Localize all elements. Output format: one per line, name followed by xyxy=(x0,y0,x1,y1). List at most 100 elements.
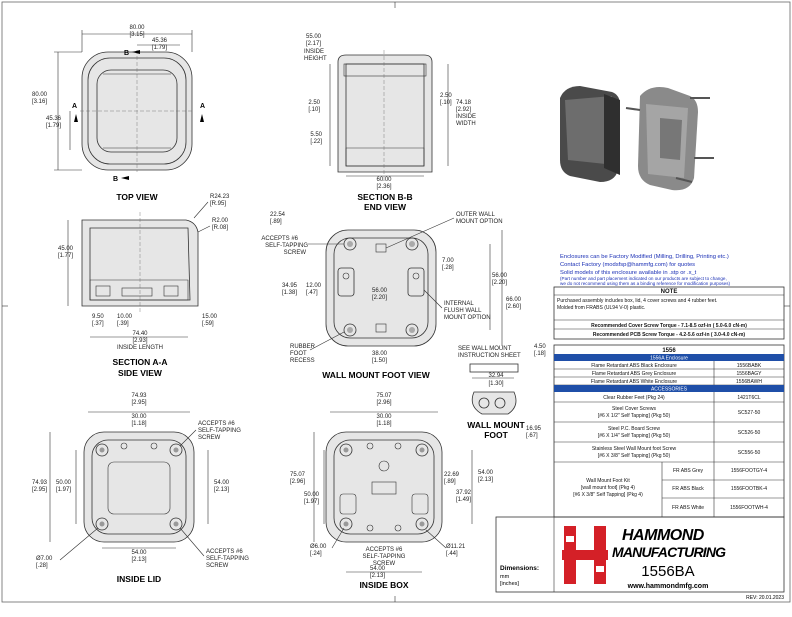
wm-a-in: [.89] xyxy=(270,219,282,225)
wm-g-in: [2.60] xyxy=(506,304,521,310)
aa-title1: SECTION A-A xyxy=(113,357,168,367)
foot-c-mm: 16.95 xyxy=(526,426,542,432)
aa-a-in: [.37] xyxy=(92,321,104,327)
lid-d-in: [2.13] xyxy=(214,487,229,493)
wm-outer2: MOUNT OPTION xyxy=(456,219,503,225)
lid-s1: ACCEPTS #6 xyxy=(206,549,243,555)
wm-rub3: RECESS xyxy=(290,358,315,364)
parts-table: 1556 1556A Enclosure Flame Retardant ABS… xyxy=(553,344,785,518)
lid-b-mm: 30.00 xyxy=(131,414,147,420)
top-height-mm: 80.00 xyxy=(32,92,48,98)
wm-h-mm: 38.00 xyxy=(372,351,388,357)
box-s1: ACCEPTS #6 xyxy=(366,547,403,553)
box-dia2-mm: Ø11.21 xyxy=(446,544,466,550)
acc2-pn: SC526-50 xyxy=(738,430,761,436)
kit-l2: [wall mount foot] (Pkg 4) xyxy=(581,485,635,491)
box-dia1-mm: Ø6.00 xyxy=(310,544,327,550)
box-h-in: [2.96] xyxy=(290,479,305,485)
section-b-top: B xyxy=(124,50,129,57)
box-b-mm: 30.00 xyxy=(376,414,392,420)
foot-note2: INSTRUCTION SHEET xyxy=(458,353,521,359)
parts-row1-pn: 1556BAGY xyxy=(736,371,762,377)
foot-title1: WALL MOUNT xyxy=(467,420,525,430)
foot-note1: SEE WALL MOUNT xyxy=(458,346,512,352)
lid-e-in: [2.13] xyxy=(131,557,146,563)
foot-b-mm: 32.94 xyxy=(488,373,504,379)
wm-f-in: [2.20] xyxy=(492,280,507,286)
inside-box-view: 75.07 [2.96] 30.00 [1.18] 75.07 [2.96] 5… xyxy=(290,393,494,590)
part-number: 1556BA xyxy=(641,563,694,580)
note-line1: Purchased assembly includes box, lid, 4 … xyxy=(557,298,717,304)
kit2-mat: FR ABS White xyxy=(672,505,704,511)
kit0-mat: FR ABS Grey xyxy=(673,468,704,474)
bb-iw-in: [2.92] xyxy=(456,107,471,113)
note-box: NOTE Purchased assembly includes box, li… xyxy=(553,286,785,340)
kit2-pn: 1556FOOTWH-4 xyxy=(730,505,768,511)
lid-screw2: SELF-TAPPING xyxy=(198,428,241,434)
bb-d2-in: [.10] xyxy=(440,100,452,106)
aa-h-mm: 45.00 xyxy=(58,246,74,252)
hammond-logo-icon xyxy=(562,526,608,584)
foot-a-in: [.18] xyxy=(534,351,546,357)
wm-b-in: [.28] xyxy=(442,265,454,271)
kit0-pn: 1556FOOTGY-4 xyxy=(731,468,767,474)
aa-b-mm: 10.00 xyxy=(117,314,133,320)
kit-l1: Wall Mount Foot Kit xyxy=(586,478,630,484)
acc3-pn: SC556-50 xyxy=(738,450,761,456)
top-width-in: [3.15] xyxy=(129,32,144,38)
aa-l-mm: 74.40 xyxy=(132,331,148,337)
box-g-in: [2.13] xyxy=(370,573,385,579)
bb-title2: END VIEW xyxy=(364,202,407,212)
bb-ih-l2: HEIGHT xyxy=(304,56,327,62)
website-url: www.hammondmfg.com xyxy=(627,583,709,590)
foot-detail: SEE WALL MOUNT INSTRUCTION SHEET 4.50 [.… xyxy=(458,344,546,440)
parts-row2-desc: Flame Retardant ABS White Enclosure xyxy=(591,379,677,385)
bb-ih-l1: INSIDE xyxy=(304,49,324,55)
bb-ih-in: [2.17] xyxy=(306,41,321,47)
box-c-in: [1.97] xyxy=(304,499,319,505)
bb-b-in: [2.36] xyxy=(376,184,391,190)
box-b-in: [1.18] xyxy=(376,421,391,427)
parts-row0-desc: Flame Retardant ABS Black Enclosure xyxy=(591,363,677,369)
wm-outer1: OUTER WALL xyxy=(456,212,495,218)
aa-c-mm: 15.00 xyxy=(202,314,218,320)
parts-row0-pn: 1556BABK xyxy=(737,363,762,369)
acc1-desc2: [#6 X 1/2" Self Tapping] (Pkg 50) xyxy=(598,413,671,419)
bb-iw-mm: 74.18 xyxy=(456,100,472,106)
wm-a-mm: 22.54 xyxy=(270,212,286,218)
info-line3: Solid models of this enclosure available… xyxy=(560,270,697,276)
wm-int2: FLUSH WALL xyxy=(444,308,482,314)
box-g-mm: 54.00 xyxy=(370,566,386,572)
bb-title1: SECTION B-B xyxy=(357,192,412,202)
wm-f-mm: 56.00 xyxy=(492,273,508,279)
wm-e-mm: 56.00 xyxy=(372,288,388,294)
lid-a-mm: 74.93 xyxy=(131,393,147,399)
top-view-title: TOP VIEW xyxy=(116,192,158,202)
acc2-desc2: [#6 X 1/4" Self Tapping] (Pkg 50) xyxy=(598,433,671,439)
box-s2: SELF-TAPPING xyxy=(363,554,406,560)
section-a-right: A xyxy=(200,103,205,110)
parts-header: 1556 xyxy=(662,348,676,354)
aa-b-in: [.39] xyxy=(117,321,129,327)
acc-header: ACCESSORIES xyxy=(651,387,688,393)
note-header: NOTE xyxy=(661,289,678,295)
lid-h-in: [2.95] xyxy=(32,487,47,493)
wm-rub1: RUBBER xyxy=(290,344,316,350)
aa-title2: SIDE VIEW xyxy=(118,368,163,378)
foot-c-in: [.67] xyxy=(526,433,538,439)
box-dia2-in: [.44] xyxy=(446,551,458,557)
acc1-desc1: Steel Cover Screws xyxy=(612,406,656,412)
title-block: Dimensions: mm [inches] HAMMOND MANUFACT… xyxy=(495,516,785,593)
lid-a-in: [2.95] xyxy=(131,400,146,406)
acc0-pn: 1421T6CL xyxy=(737,395,761,401)
parts-row1-desc: Flame Retardant ABS Grey Enclosure xyxy=(592,371,676,377)
top-height-in: [3.16] xyxy=(32,99,47,105)
top-h2-in: [1.79] xyxy=(46,123,61,129)
parts-sub: 1556A Enclosure xyxy=(650,356,688,362)
wm-title: WALL MOUNT FOOT VIEW xyxy=(322,370,430,380)
lid-s3: SCREW xyxy=(206,563,229,569)
box-d-mm: 22.69 xyxy=(444,472,460,478)
aa-r2-mm: R2.00 xyxy=(212,218,229,224)
lid-screw1: ACCEPTS #6 xyxy=(198,421,235,427)
